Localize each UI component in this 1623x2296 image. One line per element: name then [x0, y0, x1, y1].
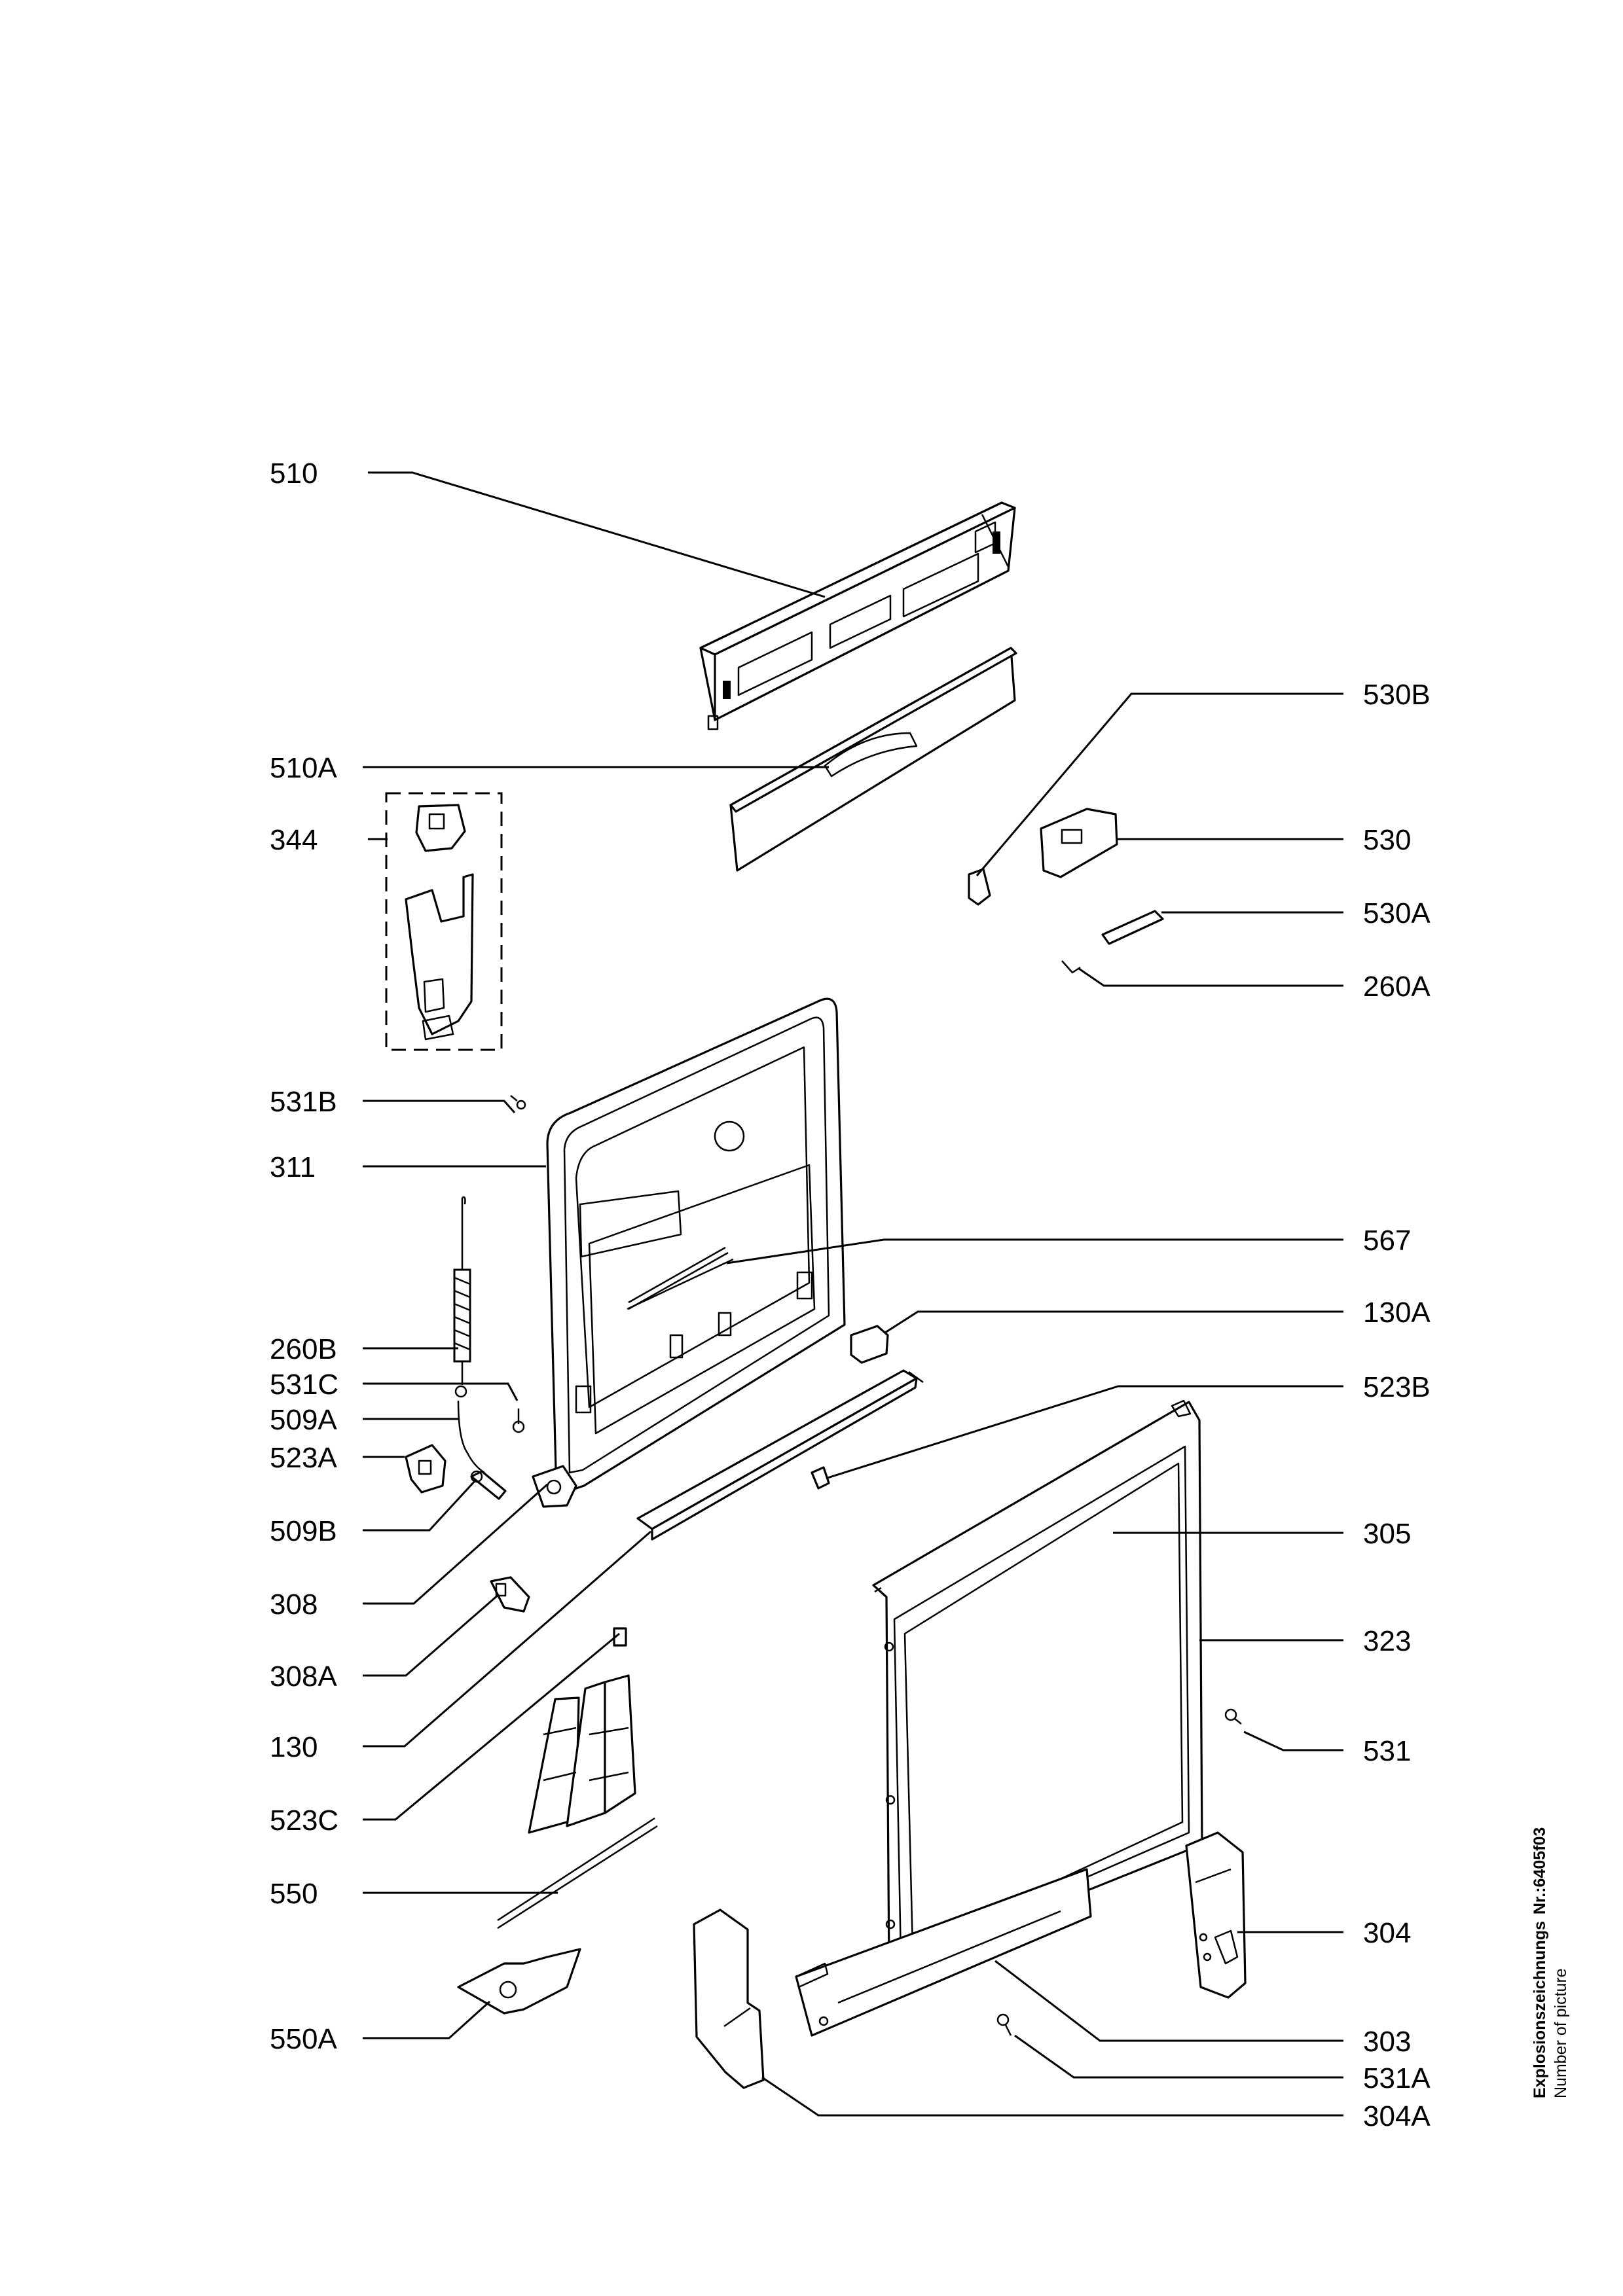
label-531B: 531B	[270, 1086, 337, 1118]
label-567: 567	[1363, 1225, 1411, 1257]
labels-left: 510 510A 344 531B 311 260B 531C 509A 523…	[270, 457, 338, 2055]
label-531C: 531C	[270, 1369, 338, 1401]
label-523C: 523C	[270, 1804, 338, 1837]
part-304A-side-cover	[693, 1909, 765, 2089]
label-510A: 510A	[270, 752, 337, 784]
label-304A: 304A	[1363, 2100, 1431, 2132]
label-510: 510	[270, 457, 318, 490]
label-344: 344	[270, 824, 318, 856]
caption-number: Nr.:6405f03	[1531, 1827, 1549, 1914]
part-344-door-lock-assembly	[385, 792, 503, 1051]
part-530-switch-housing	[1040, 808, 1118, 878]
part-531C-screw	[512, 1408, 525, 1433]
label-311: 311	[270, 1151, 316, 1183]
part-130-rail	[636, 1369, 924, 1541]
part-311-inner-door	[532, 997, 846, 1508]
label-523B: 523B	[1363, 1371, 1431, 1403]
label-509B: 509B	[270, 1515, 337, 1547]
part-305-outer-door-panel	[872, 1399, 1203, 1971]
labels-right: 530B 530 530A 260A 567 130A 523B 305 323…	[1363, 679, 1431, 2132]
part-531B-screw	[510, 1095, 526, 1110]
part-550A-foot	[457, 1948, 581, 2015]
part-304-side-cover	[1185, 1831, 1247, 1999]
leader-lines	[363, 471, 1343, 2117]
part-260A-pin	[1061, 960, 1081, 974]
label-303: 303	[1363, 2026, 1411, 2058]
part-567-rail	[628, 1246, 729, 1310]
label-550: 550	[270, 1878, 318, 1910]
part-308A-bracket	[490, 1576, 530, 1613]
part-531A-screw	[996, 2013, 1012, 2036]
part-509A-cable	[457, 1400, 485, 1474]
label-531A: 531A	[1363, 2062, 1431, 2094]
part-530A-actuator	[1101, 910, 1164, 945]
label-130A: 130A	[1363, 1297, 1431, 1329]
part-130A-block	[850, 1325, 889, 1364]
part-530B-clip	[968, 868, 991, 906]
label-530A: 530A	[1363, 897, 1431, 929]
part-531-screw	[1224, 1708, 1242, 1725]
label-304: 304	[1363, 1917, 1411, 1949]
label-530B: 530B	[1363, 679, 1431, 711]
label-550A: 550A	[270, 2023, 337, 2055]
label-305: 305	[1363, 1518, 1411, 1550]
part-523A-hinge	[405, 1444, 447, 1494]
label-308: 308	[270, 1588, 318, 1621]
label-531: 531	[1363, 1735, 1411, 1767]
caption-line-1: Explosionszeichnungs Nr.:6405f03	[1531, 1827, 1549, 2098]
label-130: 130	[270, 1731, 318, 1763]
label-523A: 523A	[270, 1442, 337, 1474]
part-509B-lever	[470, 1470, 507, 1500]
label-530: 530	[1363, 824, 1411, 856]
picture-number-caption: Explosionszeichnungs Nr.:6405f03 Number …	[1531, 1827, 1570, 2098]
label-260B: 260B	[270, 1333, 337, 1365]
caption-term: Explosionszeichnungs	[1531, 1921, 1549, 2098]
caption-line-2: Number of picture	[1552, 1968, 1570, 2098]
part-550-leg-frame	[497, 1674, 658, 1929]
part-510A-panel-cover	[729, 647, 1017, 872]
label-308A: 308A	[270, 1660, 337, 1693]
label-260A: 260A	[1363, 971, 1431, 1003]
part-260B-spring	[453, 1196, 471, 1398]
label-509A: 509A	[270, 1404, 337, 1436]
part-510-control-panel-frame	[699, 501, 1016, 730]
part-303-plinth	[795, 1868, 1092, 2037]
label-323: 323	[1363, 1625, 1411, 1657]
part-523B-clip	[811, 1466, 830, 1490]
